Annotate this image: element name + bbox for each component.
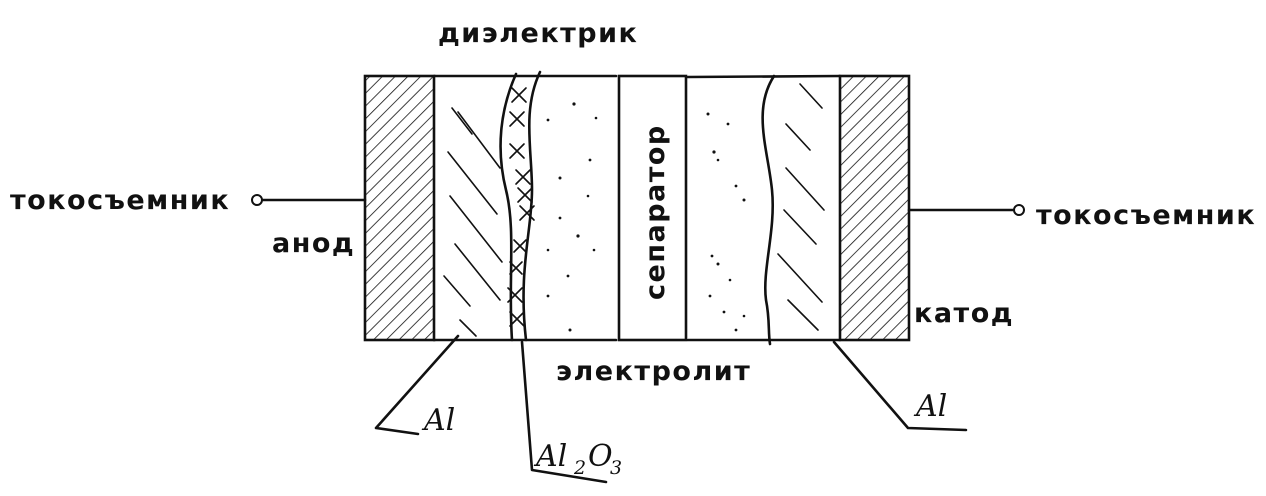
oxide-formula: Al 2 O 3: [533, 439, 622, 479]
oxide-sub-2-label: 2: [573, 457, 586, 479]
cathode-label: катод: [914, 298, 1014, 329]
separator-label: сепаратор: [640, 124, 671, 300]
oxide-o-label: O: [588, 439, 613, 474]
oxide-electrolyte-boundary: [522, 70, 542, 342]
cathode-foil-hatching: [777, 83, 825, 331]
electrolyte-dots-left: [546, 102, 598, 332]
cell-top-edge: [432, 74, 842, 79]
cathode-foil-boundary: [761, 74, 776, 346]
oxide-al-label: Al: [533, 439, 567, 474]
anode-current-collector: [363, 74, 436, 342]
anode-foil-boundary: [499, 72, 518, 342]
dielectric-label: диэлектрик: [438, 18, 638, 49]
dielectric-oxide-crosses: [507, 87, 535, 327]
al-right-label: Al: [913, 389, 947, 424]
right-terminal-icon: [1013, 204, 1025, 216]
cathode-current-collector: [838, 74, 911, 342]
al-right-leader: [832, 340, 968, 432]
separator-layer: [617, 74, 688, 342]
electrolyte-label: электролит: [556, 356, 751, 387]
anode-label: анод: [272, 228, 355, 259]
electrolyte-dots-right: [706, 112, 746, 332]
oxide-sub-3-label: 3: [610, 457, 622, 479]
al-left-label: Al: [421, 403, 455, 438]
al-left-leader: [374, 334, 460, 436]
collector-right-label: токосъемник: [1036, 200, 1256, 231]
collector-left-label: токосъемник: [10, 185, 230, 216]
anode-foil-hatching: [443, 107, 503, 337]
left-terminal-icon: [251, 194, 263, 206]
oxide-leader: [520, 340, 608, 484]
